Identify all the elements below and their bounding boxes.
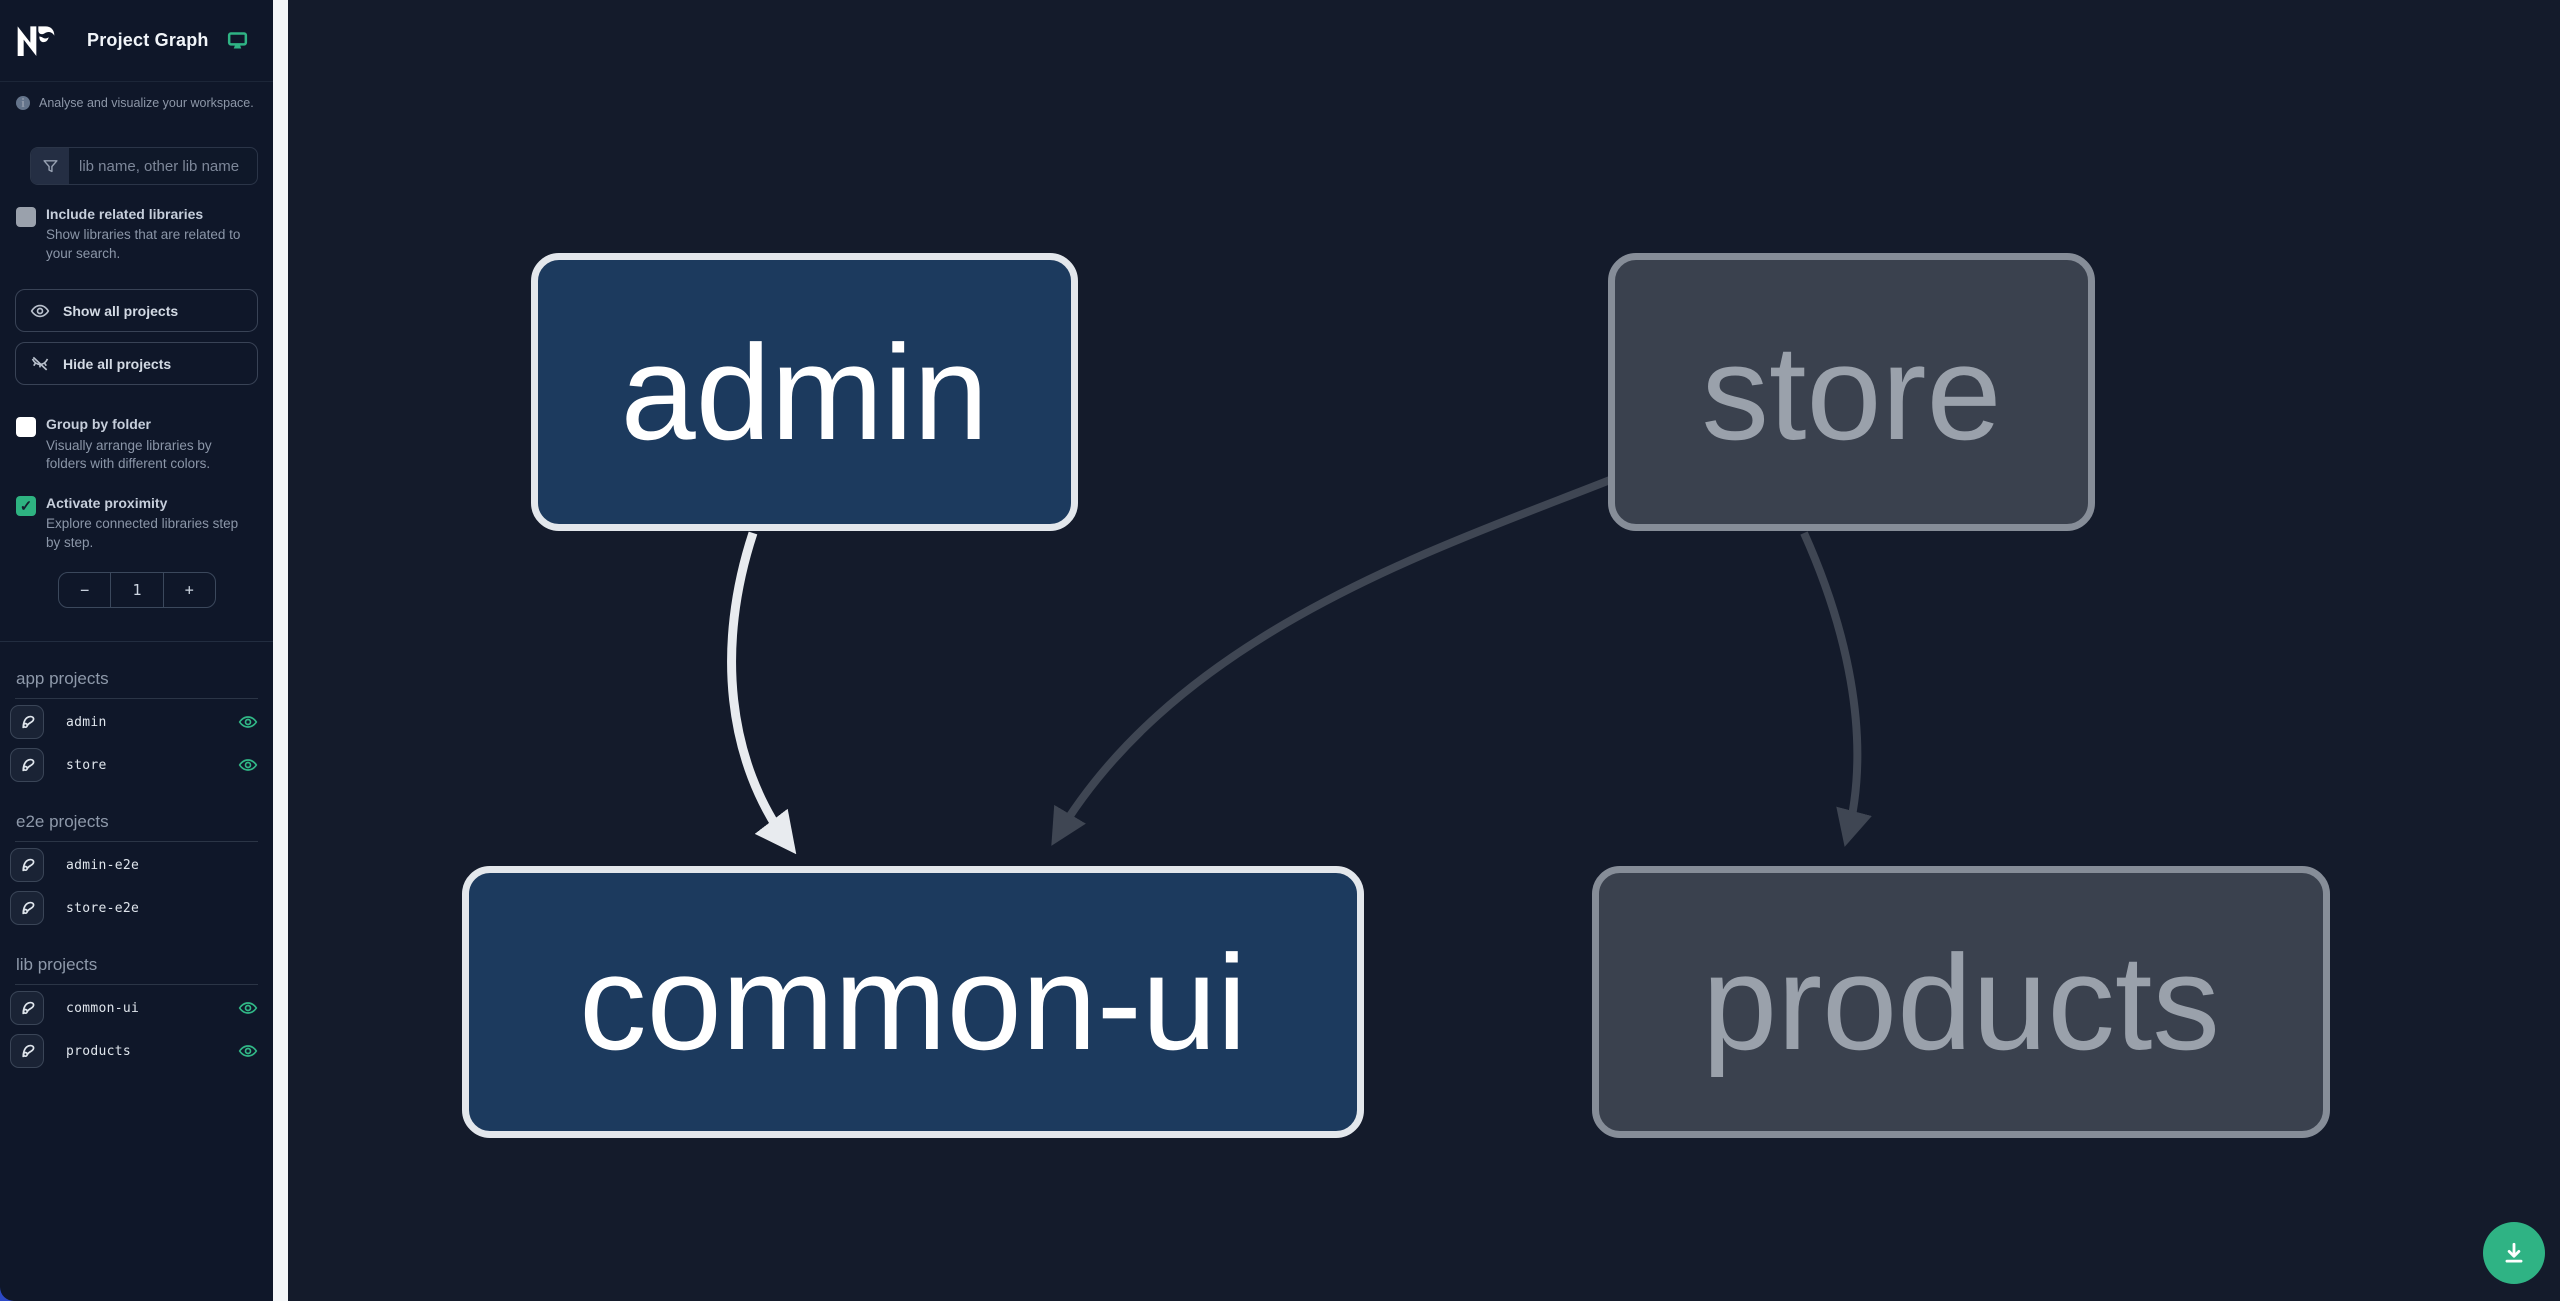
sidebar-header: Project Graph <box>0 0 273 82</box>
activate-proximity-checkbox[interactable]: ✓ <box>16 495 36 516</box>
node-label: store <box>1701 316 2002 468</box>
include-related-label: Include related libraries <box>46 206 204 222</box>
focus-pin-icon <box>21 1001 34 1014</box>
project-name[interactable]: products <box>66 1043 132 1059</box>
workspace-tagline: i Analyse and visualize your workspace. <box>0 82 273 114</box>
edge-admin-common-ui[interactable] <box>727 531 797 855</box>
tagline-text: Analyse and visualize your workspace. <box>39 96 254 110</box>
eye-icon <box>30 304 50 318</box>
include-related-row: Include related libraries Show libraries… <box>0 185 273 263</box>
edge-store-common-ui[interactable] <box>1051 476 1612 846</box>
toggle-visibility-eye-icon[interactable] <box>238 712 258 732</box>
show-all-projects-button[interactable]: Show all projects <box>15 289 258 333</box>
group-by-folder-label: Group by folder <box>46 416 151 433</box>
focus-pin-icon <box>21 758 34 771</box>
project-name[interactable]: admin-e2e <box>66 857 140 873</box>
toggle-visibility-eye-icon[interactable] <box>238 755 258 775</box>
download-graph-button[interactable] <box>2483 1222 2545 1284</box>
project-row-store: store <box>10 745 258 785</box>
monitor-icon[interactable] <box>227 31 248 51</box>
proximity-value: 1 <box>110 573 164 608</box>
focus-project-button[interactable] <box>10 1034 44 1069</box>
info-icon: i <box>16 96 30 110</box>
section-title: lib projects <box>15 928 258 986</box>
project-row-admin-e2e: admin-e2e <box>10 845 258 885</box>
project-row-store-e2e: store-e2e <box>10 888 258 928</box>
focus-project-button[interactable] <box>10 705 44 740</box>
search-input[interactable] <box>69 148 257 184</box>
sidebar: Project Graph i Analyse and visualize yo… <box>0 0 273 1301</box>
section-lib-projects: lib projects common-ui products <box>0 928 273 1071</box>
graph-node-admin[interactable]: admin <box>531 253 1078 531</box>
focus-project-button[interactable] <box>10 891 44 926</box>
node-label: admin <box>620 316 989 468</box>
graph-node-common-ui[interactable]: common-ui <box>462 866 1364 1138</box>
filter-funnel-icon <box>31 148 69 184</box>
graph-canvas[interactable]: admin store common-ui products <box>288 0 2560 1301</box>
graph-node-store[interactable]: store <box>1608 253 2095 531</box>
download-icon <box>2505 1242 2523 1263</box>
focus-pin-icon <box>21 858 34 871</box>
eye-off-icon <box>31 356 49 371</box>
include-related-checkbox[interactable] <box>16 207 36 227</box>
project-name[interactable]: store-e2e <box>66 900 140 916</box>
toggle-visibility-eye-icon[interactable] <box>238 1041 258 1061</box>
group-by-folder-checkbox[interactable] <box>16 417 36 438</box>
project-row-admin: admin <box>10 702 258 742</box>
section-app-projects: app projects admin store <box>0 642 273 785</box>
activate-proximity-description: Explore connected libraries step by step… <box>46 516 239 550</box>
section-e2e-projects: e2e projects admin-e2e store-e2e <box>0 785 273 928</box>
project-row-common-ui: common-ui <box>10 988 258 1028</box>
project-name[interactable]: store <box>66 757 107 773</box>
focus-pin-icon <box>21 715 34 728</box>
focus-pin-icon <box>21 901 34 914</box>
edge-store-products[interactable] <box>1800 531 1872 847</box>
project-row-products: products <box>10 1031 258 1071</box>
sidebar-resize-divider[interactable] <box>273 0 288 1301</box>
search-field <box>30 147 258 185</box>
focus-project-button[interactable] <box>10 848 44 883</box>
graph-node-products[interactable]: products <box>1592 866 2330 1138</box>
include-related-description: Show libraries that are related to your … <box>46 227 241 261</box>
nx-logo-icon <box>17 25 55 56</box>
sidebar-divider <box>0 641 273 643</box>
project-name[interactable]: common-ui <box>66 1000 140 1016</box>
node-label: common-ui <box>579 926 1247 1078</box>
focus-project-button[interactable] <box>10 748 44 783</box>
page-title: Project Graph <box>87 30 209 50</box>
proximity-increment-button[interactable]: + <box>184 581 194 600</box>
proximity-stepper: − 1 + <box>58 572 216 609</box>
graph-edges <box>727 476 1872 855</box>
section-title: app projects <box>15 642 258 700</box>
activate-proximity-row: ✓ Activate proximity Explore connected l… <box>0 474 273 552</box>
proximity-decrement-button[interactable]: − <box>80 581 90 600</box>
group-by-folder-row: Group by folder Visually arrange librari… <box>0 385 273 473</box>
section-title: e2e projects <box>15 785 258 843</box>
group-by-folder-description: Visually arrange libraries by folders wi… <box>46 437 212 472</box>
hide-all-projects-button[interactable]: Hide all projects <box>15 342 258 386</box>
activate-proximity-label: Activate proximity <box>46 494 168 511</box>
focus-project-button[interactable] <box>10 991 44 1026</box>
toggle-visibility-eye-icon[interactable] <box>238 998 258 1018</box>
project-name[interactable]: admin <box>66 714 107 730</box>
focus-pin-icon <box>21 1044 34 1057</box>
node-label: products <box>1702 926 2220 1078</box>
